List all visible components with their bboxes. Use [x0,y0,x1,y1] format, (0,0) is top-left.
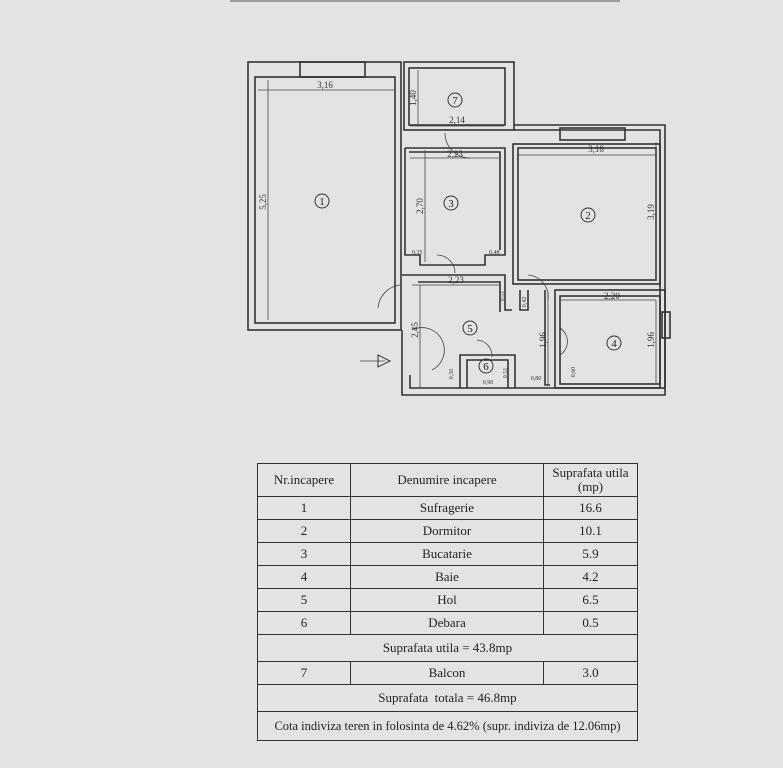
dim-label: 1,96 [646,332,656,348]
cell-name: Baie [350,565,544,589]
dim-label: 0,35 [412,250,423,256]
cell-name: Bucatarie [350,542,544,566]
room-number: 2 [585,210,591,222]
table-header: Nr.incapere Denumire incapere Suprafata … [257,463,638,497]
room-number: 7 [452,95,458,107]
land-share: Cota indiviza teren in folosinta de 4.62… [257,711,638,741]
cell-nr: 6 [257,611,351,635]
cell-area: 4.2 [543,565,638,589]
dim-label: 0,51 [500,291,506,302]
cell-nr: 3 [257,542,351,566]
dim-label: 0,80 [531,376,542,382]
dim-label: 2,70 [415,198,425,214]
dim-label: 0,60 [571,367,577,378]
cell-area: 0.5 [543,611,638,635]
dim-label: 2,23 [448,275,464,285]
room-number: 6 [483,361,489,373]
grand-total: Suprafata totala = 46.8mp [257,684,638,712]
room-area-table: Nr.incapere Denumire incapere Suprafata … [257,463,638,741]
dim-label: 2,20 [604,291,620,301]
useful-total-row: Suprafata utila = 43.8mp [257,634,638,662]
dim-label: 2,45 [410,322,420,338]
useful-total: Suprafata utila = 43.8mp [257,634,638,662]
dim-label: 0,90 [483,380,494,386]
land-share-row: Cota indiviza teren in folosinta de 4.62… [257,711,638,741]
dim-label: 5,25 [258,194,268,210]
grand-total-row: Suprafata totala = 46.8mp [257,684,638,712]
room-number: 5 [467,323,473,335]
room-number: 3 [448,198,454,210]
cell-nr: 5 [257,588,351,612]
cell-area: 3.0 [543,661,638,685]
room-number: 1 [319,196,325,208]
dim-label: 3,18 [588,144,604,154]
cell-name: Sufragerie [350,496,544,520]
cell-nr: 7 [257,661,351,685]
dim-label: 3,19 [646,204,656,220]
header-nr: Nr.incapere [257,463,351,497]
room-number: 4 [611,338,617,350]
cell-area: 10.1 [543,519,638,543]
dim-label: 3,16 [317,80,333,90]
room-numbers: 1 2 3 4 5 6 7 [314,92,622,374]
dim-label: 0,50 [449,369,455,380]
dim-label: 1,40 [408,90,418,106]
cell-name: Debara [350,611,544,635]
cell-area: 16.6 [543,496,638,520]
dimension-labels: 3,16 5,25 1,40 2,14 2,23 2,70 0,35 0,48 … [258,80,656,386]
dim-label: 0,51 [503,368,509,379]
cell-name: Balcon [350,661,544,685]
cell-name: Dormitor [350,519,544,543]
dim-label: 0,42 [522,297,528,308]
cell-area: 5.9 [543,542,638,566]
header-area: Suprafata utila (mp) [543,463,638,497]
dim-label: 2,23 [447,149,463,159]
header-name: Denumire incapere [350,463,544,497]
cell-area: 6.5 [543,588,638,612]
cell-name: Hol [350,588,544,612]
dim-label: 1,96 [538,332,548,348]
cell-nr: 1 [257,496,351,520]
walls [247,61,671,396]
cell-nr: 4 [257,565,351,589]
cell-nr: 2 [257,519,351,543]
dim-label: 2,14 [449,115,465,125]
dim-label: 0,48 [489,250,500,256]
